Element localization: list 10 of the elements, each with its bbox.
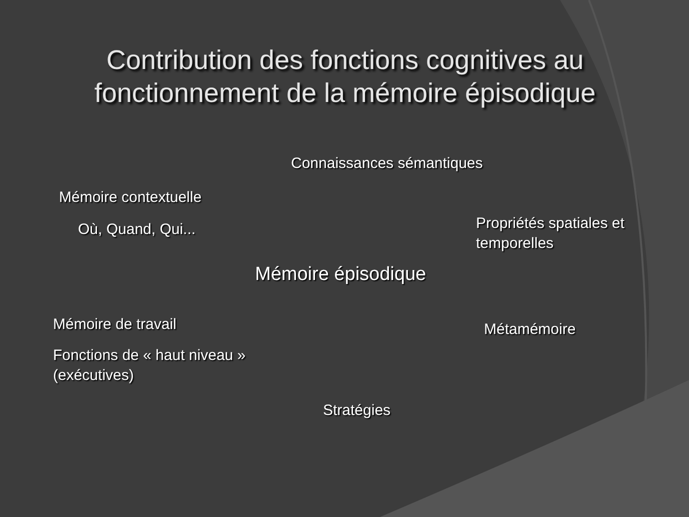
concept-text: Métamémoire [484, 320, 577, 340]
concept-text: Mémoire contextuelle [59, 188, 203, 208]
concept-text: Connaissances sémantiques [291, 154, 484, 174]
concept-text: Mémoire épisodique [255, 263, 428, 287]
concept-text: Stratégies [323, 401, 392, 421]
concept-text: Propriétés spatiales et temporelles [476, 214, 626, 254]
concept-text: Mémoire de travail [53, 315, 178, 335]
concept-text: Où, Quand, Qui... [78, 220, 197, 240]
concept-text: Fonctions de « haut niveau » (exécutives) [53, 346, 247, 386]
slide-title: Contribution des fonctions cognitives au fonctionnement de la mémoire épisodique [93, 44, 597, 110]
